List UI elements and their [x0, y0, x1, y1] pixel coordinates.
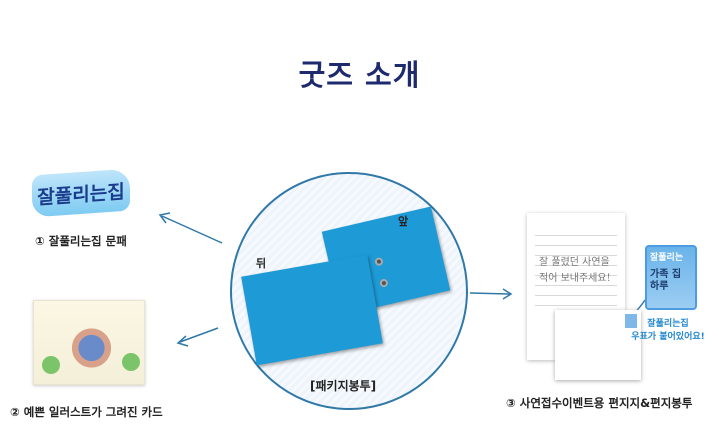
arrow-to-letter — [469, 292, 511, 295]
arrowhead-icon — [158, 212, 171, 224]
arrow-to-card — [179, 327, 219, 343]
letter-line-2: 적어 보내주세요! — [539, 273, 611, 284]
item-label-nameplate: ① 잘풀리는집 문패 — [35, 234, 127, 248]
back-label: 뒤 — [256, 257, 267, 270]
item-label-card: ② 예쁜 일러스트가 그려진 카드 — [10, 405, 163, 419]
people-illustration — [64, 326, 119, 381]
stamp-note-line-1: 잘풀리는집 — [647, 319, 689, 329]
arrow-to-nameplate — [161, 215, 223, 244]
stamp-title: 잘풀리는 — [650, 253, 684, 263]
stamp-note: 잘풀리는집 우표가 붙어있어요! — [618, 318, 718, 344]
item-label-letter: ③ 사연접수이벤트용 편지지&편지봉투 — [506, 396, 693, 410]
letter-envelope — [555, 310, 641, 380]
button-clasp-icon — [379, 278, 389, 288]
clover-icon — [122, 353, 140, 371]
page-title: 굿즈 소개 — [298, 58, 421, 92]
arrowhead-icon — [502, 288, 513, 300]
package-label: [패키지봉투] — [310, 379, 377, 393]
stamp-text: 가족 집 하루 — [650, 269, 682, 292]
arrowhead-icon — [176, 335, 189, 347]
stamp-note-line-2: 우표가 붙어있어요! — [631, 332, 705, 342]
clover-icon — [42, 356, 60, 374]
stamp-enlarged: 잘풀리는 가족 집 하루 — [645, 245, 697, 310]
nameplate-logo: 잘풀리는집 — [32, 168, 130, 218]
button-clasp-icon — [374, 256, 384, 267]
stamp-mini — [625, 314, 637, 328]
front-label: 앞 — [398, 215, 409, 228]
illustration-card — [33, 300, 145, 385]
letter-line-1: 잘 풀렸던 사연을 — [539, 257, 610, 268]
